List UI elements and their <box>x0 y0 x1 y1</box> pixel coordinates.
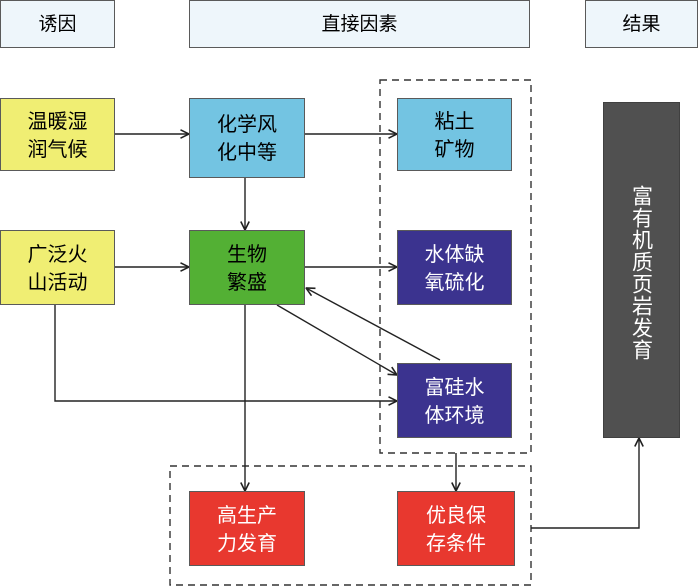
header-result: 结果 <box>585 0 698 48</box>
node-organic-rich-shale: 富有机质页岩发育 <box>603 102 680 438</box>
header-cause: 诱因 <box>0 0 115 48</box>
node-chemical-weathering: 化学风 化中等 <box>189 98 305 178</box>
header-direct-factors: 直接因素 <box>189 0 530 48</box>
node-biological-flourishing: 生物 繁盛 <box>189 230 305 305</box>
mineral-water-group-frame <box>379 79 532 454</box>
node-high-productivity: 高生产 力发育 <box>189 491 305 566</box>
arrow-preservation-to-shale <box>531 438 639 529</box>
node-good-preservation: 优良保 存条件 <box>397 491 515 566</box>
preservation-group-frame <box>169 465 532 586</box>
node-organic-rich-shale-label: 富有机质页岩发育 <box>629 185 654 361</box>
node-warm-humid-climate: 温暖湿 润气候 <box>0 98 115 171</box>
arrow-volcanism-to-silica <box>54 305 397 401</box>
arrow-silica-to-biology <box>306 288 441 361</box>
node-clay-minerals: 粘土 矿物 <box>397 98 512 171</box>
node-silica-rich-water: 富硅水 体环境 <box>397 363 512 438</box>
node-volcanism: 广泛火 山活动 <box>0 230 115 305</box>
node-anoxic-sulfidic-water: 水体缺 氧硫化 <box>397 230 512 305</box>
arrow-biology-to-silica <box>276 304 397 375</box>
